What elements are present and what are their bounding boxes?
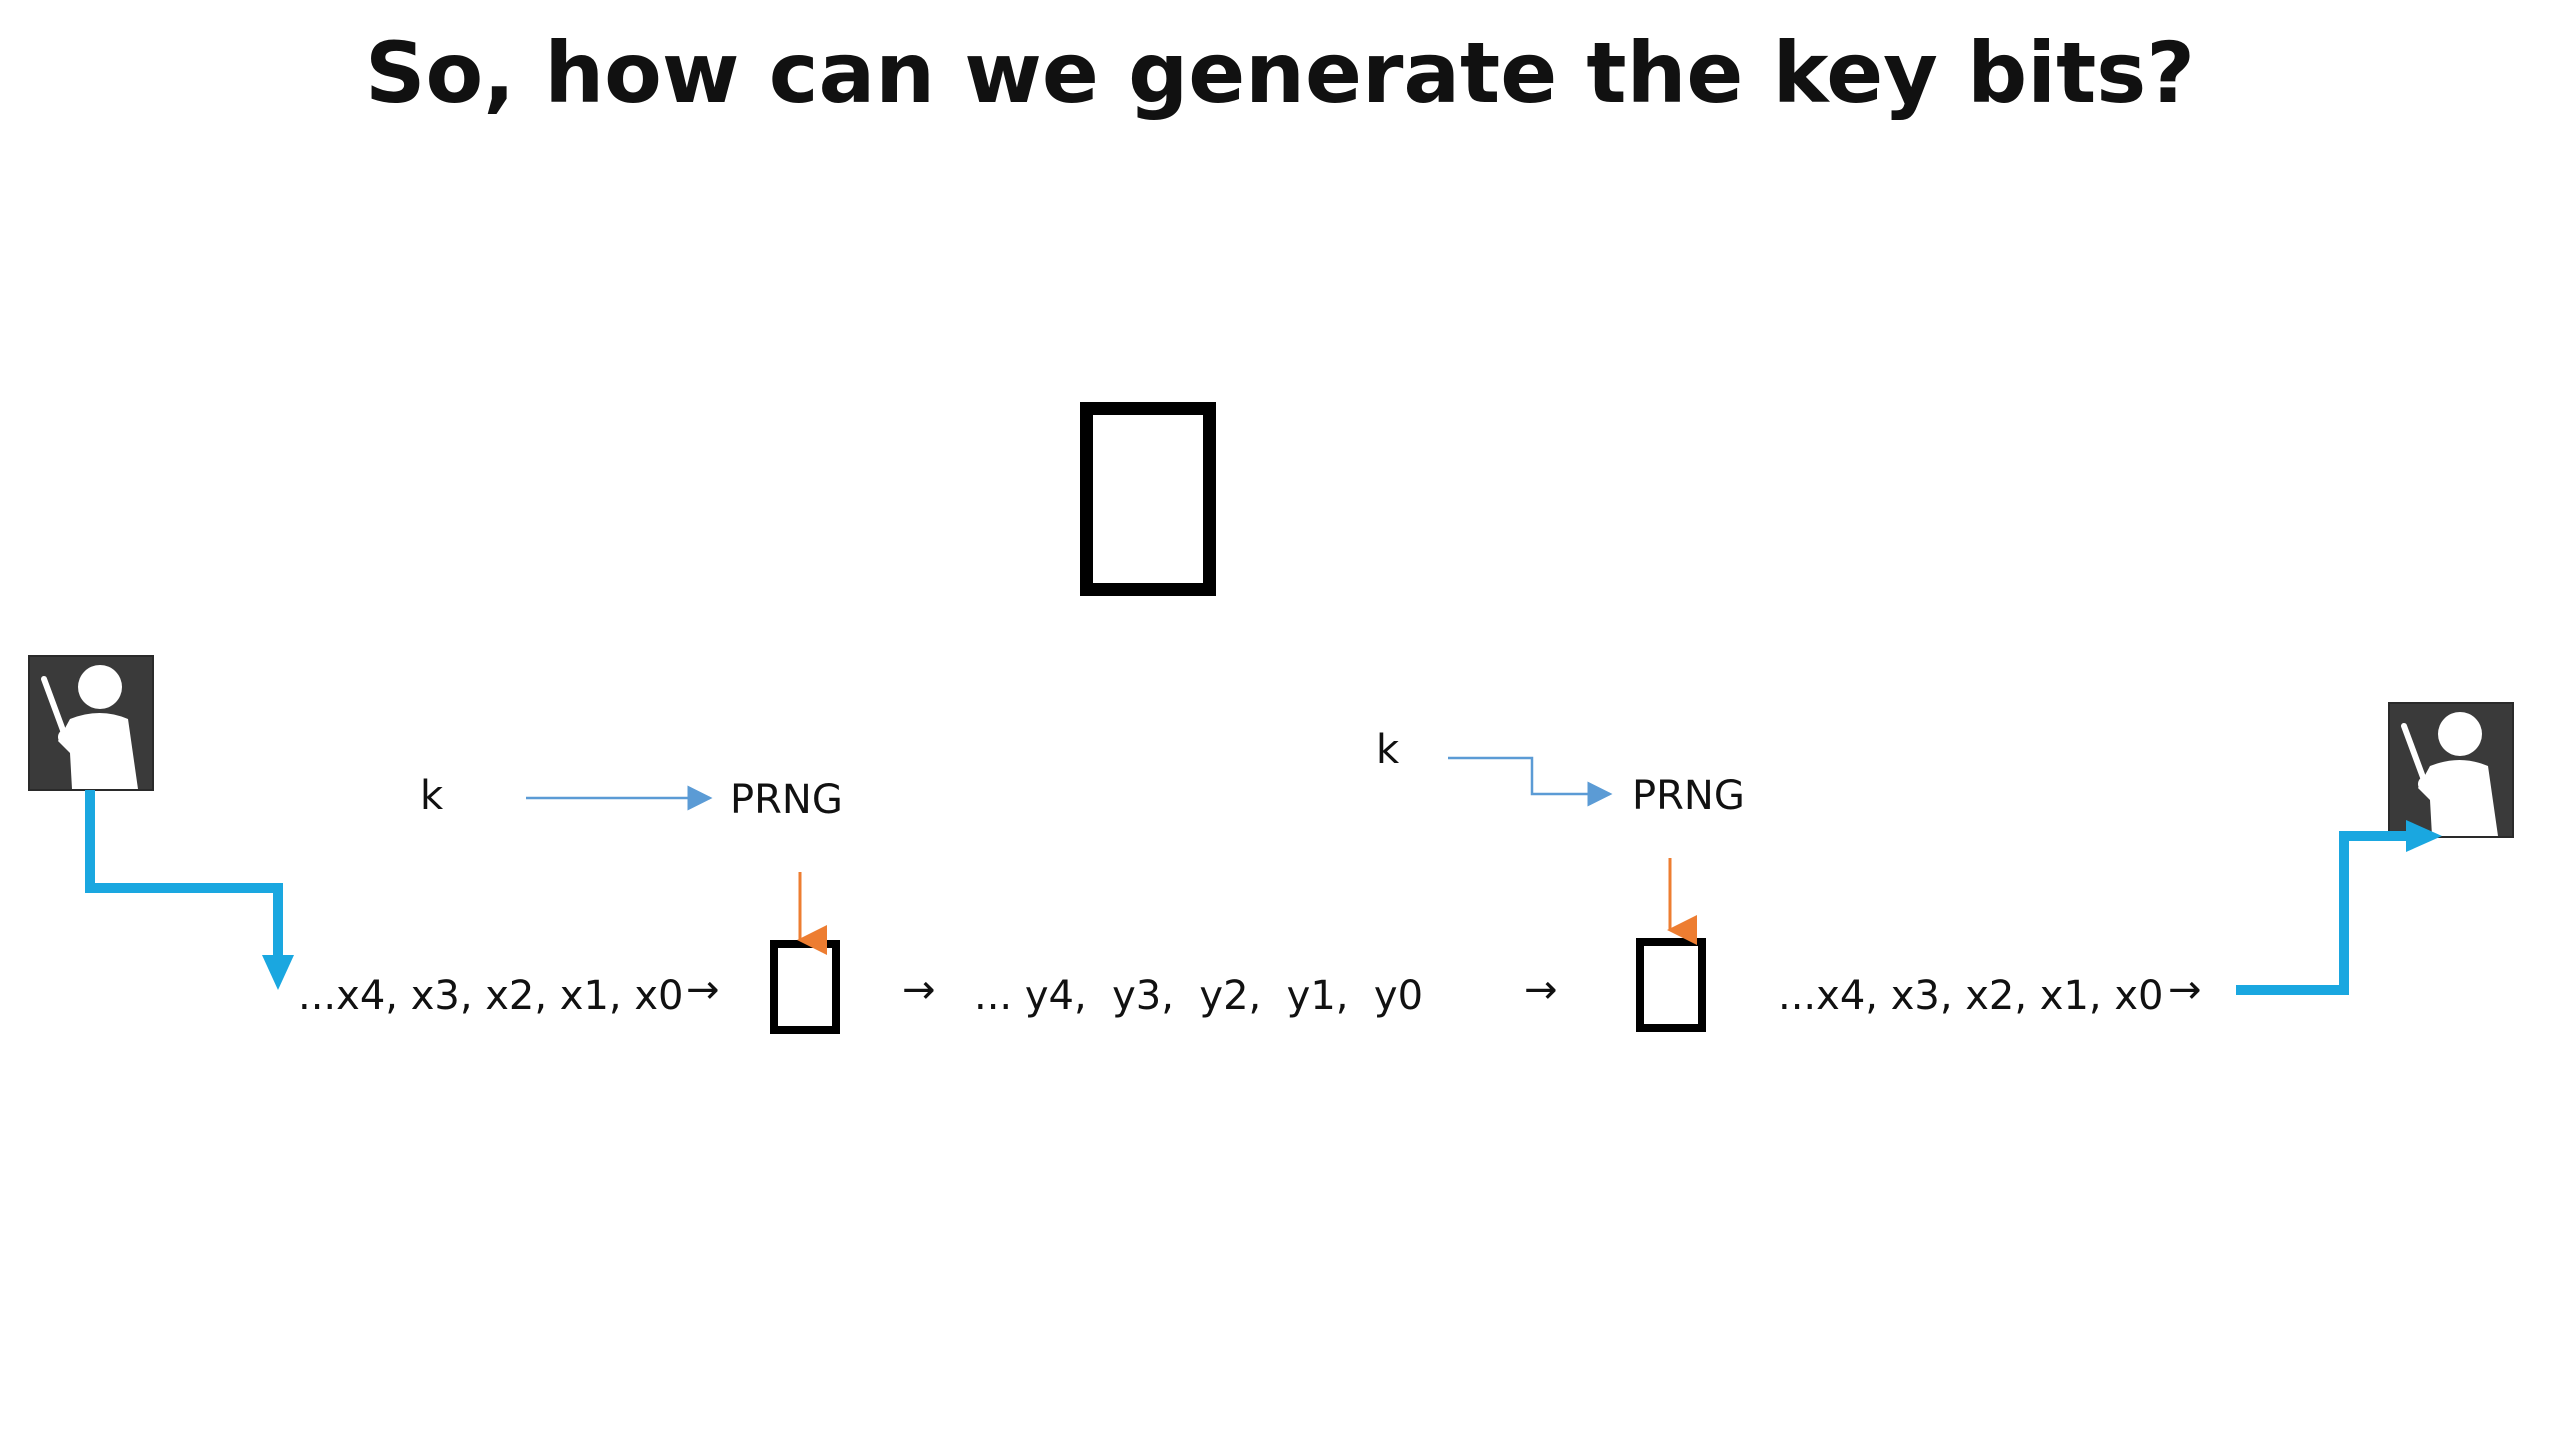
receiver-avatar bbox=[2388, 702, 2514, 838]
sender-channel-arrow bbox=[85, 790, 283, 960]
sender-avatar bbox=[28, 655, 154, 791]
teacher-pointer-icon bbox=[2401, 712, 2498, 836]
receiver-prng-label: PRNG bbox=[1632, 773, 1745, 819]
sender-encrypt-box bbox=[770, 940, 840, 1034]
receiver-decrypt-box bbox=[1636, 938, 1706, 1032]
sender-prng-label: PRNG bbox=[730, 777, 843, 823]
receiver-key-arrow bbox=[1448, 756, 1613, 807]
center-glyph-box bbox=[1080, 402, 1216, 596]
receiver-channel-arrow bbox=[2236, 831, 2408, 995]
receiver-output-arrow: → bbox=[2168, 967, 2202, 1013]
sender-channel-arrowhead bbox=[262, 955, 294, 990]
receiver-key-label: k bbox=[1376, 727, 1400, 773]
sender-key-label: k bbox=[420, 773, 444, 819]
sender-output-arrow: → bbox=[902, 967, 936, 1013]
teacher-pointer-icon bbox=[41, 665, 138, 789]
sender-input-arrow: → bbox=[686, 967, 720, 1013]
ciphertext-arrow: → bbox=[1524, 967, 1558, 1013]
slide-title: So, how can we generate the key bits? bbox=[365, 24, 2195, 122]
ciphertext-sequence: ... y4, y3, y2, y1, y0 bbox=[974, 973, 1424, 1019]
receiver-plaintext-sequence: ...x4, x3, x2, x1, x0 bbox=[1778, 973, 2164, 1019]
sender-plaintext-sequence: ...x4, x3, x2, x1, x0 bbox=[298, 973, 684, 1019]
